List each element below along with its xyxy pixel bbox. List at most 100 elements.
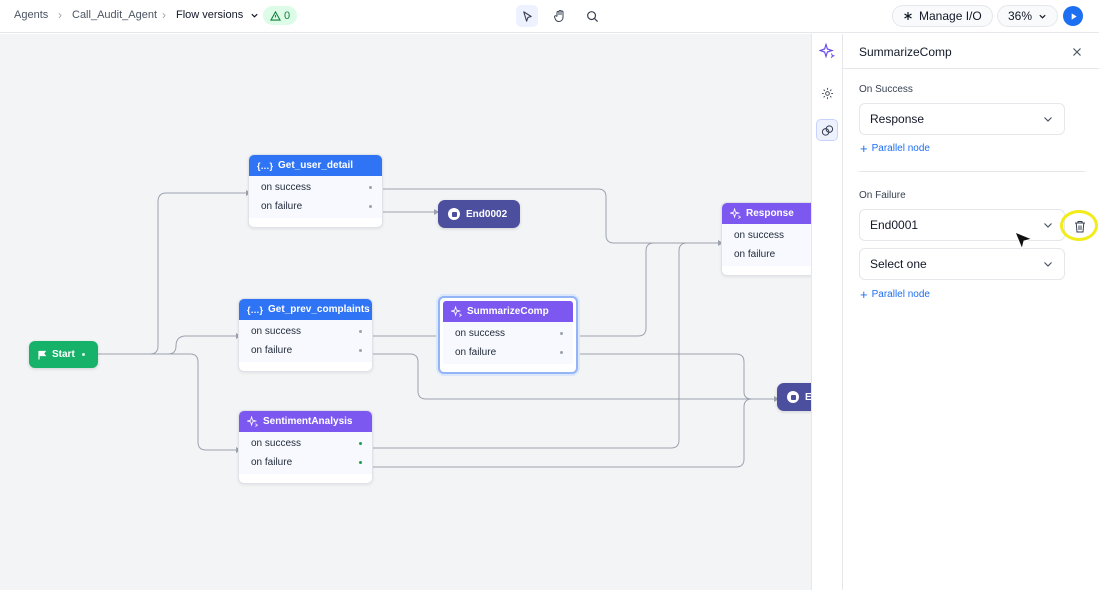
link-icon bbox=[821, 124, 833, 136]
warnings-count: 0 bbox=[284, 9, 291, 22]
node-title: E bbox=[805, 391, 811, 403]
output-handle[interactable] bbox=[359, 349, 362, 352]
start-node[interactable]: Start bbox=[29, 341, 98, 368]
sparkle-icon bbox=[730, 208, 741, 219]
output-handle[interactable] bbox=[359, 461, 362, 464]
flag-icon bbox=[38, 350, 47, 359]
sparkle-icon bbox=[247, 416, 258, 427]
breadcrumb-chevron-icon: › bbox=[58, 8, 62, 22]
chevron-down-icon bbox=[1044, 223, 1052, 228]
panel-title: SummarizeComp bbox=[859, 45, 952, 59]
zoom-value: 36% bbox=[1008, 9, 1033, 23]
node-title: End0002 bbox=[466, 208, 508, 220]
node-body: on success on failure bbox=[722, 224, 811, 266]
flow-canvas[interactable]: Start {…} Get_user_detail on success on … bbox=[0, 34, 811, 590]
manage-io-button[interactable]: Manage I/O bbox=[892, 5, 993, 27]
node-body: on success on failure bbox=[443, 322, 573, 364]
asterisk-icon bbox=[904, 12, 912, 20]
play-icon bbox=[1071, 12, 1077, 20]
panel-tab-strip bbox=[811, 34, 843, 590]
output-handle[interactable] bbox=[369, 186, 372, 189]
add-parallel-node-failure[interactable]: + Parallel node bbox=[860, 287, 930, 302]
node-body: on success on failure bbox=[249, 176, 382, 218]
row-label: on success bbox=[251, 326, 302, 337]
chevron-down-icon bbox=[1039, 14, 1046, 19]
code-braces-icon: {…} bbox=[247, 304, 264, 315]
mouse-cursor-icon bbox=[1014, 231, 1034, 251]
chevron-down-icon bbox=[1044, 117, 1052, 122]
breadcrumb-chevron-icon: › bbox=[162, 8, 166, 22]
node-config-panel: SummarizeComp On Success Response + Para… bbox=[843, 34, 1099, 590]
start-output-handle[interactable] bbox=[81, 353, 85, 356]
node-header: {…} Get_prev_complaints bbox=[239, 299, 372, 320]
select-tool-button[interactable] bbox=[516, 5, 538, 27]
divider bbox=[859, 171, 1085, 172]
breadcrumb-agent[interactable]: Call_Audit_Agent bbox=[72, 9, 158, 21]
node-body: on success on failure bbox=[239, 432, 372, 474]
plus-icon: + bbox=[860, 287, 868, 302]
node-end-partial[interactable]: E bbox=[777, 383, 811, 411]
output-handle[interactable] bbox=[359, 330, 362, 333]
on-success-row: on success bbox=[249, 178, 382, 197]
close-panel-button[interactable] bbox=[1069, 44, 1085, 60]
output-handle[interactable] bbox=[369, 205, 372, 208]
stop-icon bbox=[448, 208, 460, 220]
sparkle-icon bbox=[819, 43, 835, 59]
add-parallel-node-success[interactable]: + Parallel node bbox=[860, 141, 930, 156]
node-title: Get_prev_complaints bbox=[268, 304, 370, 315]
on-success-value: Response bbox=[870, 112, 925, 126]
gear-icon bbox=[821, 87, 833, 99]
row-label: on failure bbox=[251, 345, 293, 356]
top-bar: Agents › Call_Audit_Agent › Flow version… bbox=[0, 0, 1099, 33]
node-title: SentimentAnalysis bbox=[263, 416, 353, 427]
node-body: on success on failure bbox=[239, 320, 372, 362]
node-sentiment-analysis[interactable]: SentimentAnalysis on success on failure bbox=[238, 410, 373, 484]
output-handle[interactable] bbox=[560, 351, 563, 354]
node-get-user-detail[interactable]: {…} Get_user_detail on success on failur… bbox=[248, 154, 383, 228]
on-success-row: on success bbox=[239, 322, 372, 341]
node-title: SummarizeComp bbox=[467, 306, 549, 317]
on-success-select[interactable]: Response bbox=[859, 103, 1065, 135]
on-failure-row: on failure bbox=[249, 197, 382, 216]
breadcrumb-agents[interactable]: Agents bbox=[14, 9, 49, 21]
parallel-node-label: Parallel node bbox=[871, 289, 930, 300]
output-handle[interactable] bbox=[359, 442, 362, 445]
node-header: SentimentAnalysis bbox=[239, 411, 372, 432]
zoom-dropdown[interactable]: 36% bbox=[997, 5, 1059, 27]
on-failure-label: On Failure bbox=[859, 190, 906, 201]
search-icon bbox=[586, 10, 598, 22]
ai-tab-button[interactable] bbox=[816, 40, 838, 62]
row-label: on success bbox=[455, 328, 506, 339]
node-end0002[interactable]: End0002 bbox=[438, 200, 520, 228]
node-header: {…} Get_user_detail bbox=[249, 155, 382, 176]
connections-tab-button[interactable] bbox=[816, 119, 838, 141]
on-failure-value: End0001 bbox=[870, 218, 919, 232]
flow-versions-label: Flow versions bbox=[176, 9, 244, 21]
output-handle[interactable] bbox=[560, 332, 563, 335]
node-summarize-comp[interactable]: SummarizeComp on success on failure bbox=[438, 296, 578, 374]
on-failure-select[interactable]: End0001 bbox=[859, 209, 1065, 241]
settings-tab-button[interactable] bbox=[816, 82, 838, 104]
divider bbox=[843, 68, 1099, 69]
row-label: on success bbox=[734, 230, 785, 241]
pointer-icon bbox=[522, 10, 532, 22]
hand-icon bbox=[554, 10, 564, 23]
on-failure-select-2[interactable]: Select one bbox=[859, 248, 1065, 280]
chevron-down-icon bbox=[251, 13, 258, 18]
pan-tool-button[interactable] bbox=[549, 5, 571, 27]
code-braces-icon: {…} bbox=[257, 160, 274, 171]
search-tool-button[interactable] bbox=[581, 5, 603, 27]
node-response[interactable]: Response on success on failure bbox=[721, 202, 811, 276]
node-title: Get_user_detail bbox=[278, 160, 354, 171]
chevron-down-icon bbox=[1044, 262, 1052, 267]
flow-versions-dropdown[interactable]: Flow versions bbox=[176, 9, 259, 21]
row-label: on failure bbox=[261, 201, 303, 212]
on-success-row: on success bbox=[443, 324, 573, 343]
node-get-prev-complaints[interactable]: {…} Get_prev_complaints on success on fa… bbox=[238, 298, 373, 372]
plus-icon: + bbox=[860, 141, 868, 156]
warnings-badge[interactable]: 0 bbox=[263, 6, 298, 25]
node-header: SummarizeComp bbox=[443, 301, 573, 322]
on-failure-row: on failure bbox=[239, 453, 372, 472]
on-failure-row: on failure bbox=[722, 245, 811, 264]
run-button[interactable] bbox=[1063, 6, 1083, 26]
